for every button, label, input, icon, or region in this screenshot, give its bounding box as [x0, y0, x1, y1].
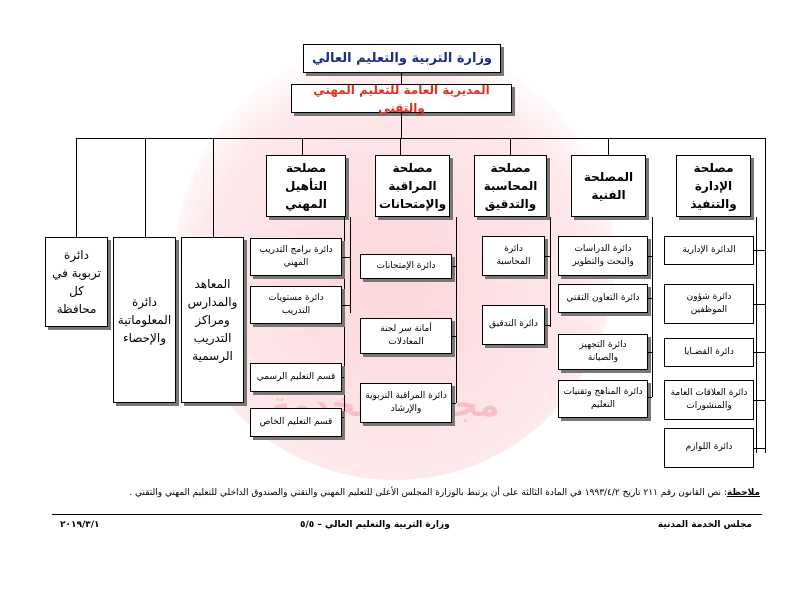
connector	[213, 138, 214, 248]
accounting-unit: دائرة المحاسبة	[482, 236, 545, 276]
regional-box: دائرة تربوية في كل محافظة	[45, 237, 108, 327]
admin-unit: دائرة العلاقات العامة والمنشورات	[664, 380, 754, 420]
rehab-unit: قسم التعليم الخاص	[250, 408, 342, 437]
connector	[400, 138, 401, 155]
connector	[510, 138, 511, 155]
connector	[452, 403, 456, 404]
connector	[754, 352, 765, 353]
connector	[754, 250, 765, 251]
control-unit: دائرة المراقبة التربوية والإرشاد	[360, 383, 452, 423]
connector	[342, 257, 350, 258]
connector	[76, 138, 765, 139]
connector	[648, 256, 652, 257]
service-control: مصلحة المراقبة والإمتحانات	[375, 155, 450, 217]
connector	[145, 138, 146, 237]
rehab-unit: دائرة مستويات التدريب	[250, 286, 342, 324]
connector	[550, 217, 551, 327]
directorate-box: المديرية العامة للتعليم المهني والتقني	[291, 83, 512, 115]
service-rehab-label: مصلحة التأهيل المهني	[285, 161, 327, 211]
connector	[350, 217, 351, 313]
connector	[342, 417, 344, 418]
connector	[545, 325, 550, 326]
ministry-box: وزارة التربية والتعليم العالي	[303, 44, 501, 73]
rehab-unit: قسم التعليم الرسمي	[250, 363, 342, 392]
connector	[608, 138, 609, 155]
institutes-label: المعاهد والمدارس ومراكز التدريب الرسمية	[187, 277, 238, 363]
connector	[76, 138, 77, 237]
informatics-label: دائرة المعلوماتية والإحصاء	[117, 295, 172, 345]
connector	[648, 298, 652, 299]
accounting-unit: دائرة التدقيق	[482, 305, 545, 345]
control-unit: أمانة سر لجنة المعادلات	[360, 318, 452, 354]
service-technical-label: المصلحة الفنية	[583, 170, 634, 202]
technical-unit: دائرة المناهج وتقنيات التعليم	[558, 380, 648, 418]
control-unit: دائرة الإمتحانات	[360, 254, 452, 279]
note: ملاحظة: نص القانون رقم ٢١١ تاريخ ١٩٩٣/٤/…	[60, 488, 760, 498]
connector	[401, 113, 402, 138]
admin-unit: الدائرة الإدارية	[664, 236, 754, 265]
connector	[456, 217, 457, 403]
regional-label: دائرة تربوية في كل محافظة	[52, 248, 101, 316]
connector	[754, 448, 765, 449]
service-admin-label: مصلحة الإدارة والتنفيذ	[690, 161, 737, 211]
connector	[302, 138, 303, 155]
connector	[754, 304, 765, 305]
connector	[765, 138, 766, 453]
connector	[452, 336, 456, 337]
directorate-title: المديرية العامة للتعليم المهني والتقني	[313, 82, 490, 115]
note-label: ملاحظة	[726, 488, 760, 498]
technical-unit: دائرة الدراسات والبحث والتطوير	[558, 236, 648, 276]
connector	[754, 400, 765, 401]
footer-left: مجلس الخدمة المدنية	[657, 520, 752, 530]
connector	[344, 217, 345, 417]
admin-unit: دائرة اللوازم	[664, 428, 754, 468]
institutes-box: المعاهد والمدارس ومراكز التدريب الرسمية	[181, 237, 244, 403]
connector	[342, 305, 350, 306]
connector	[342, 377, 344, 378]
connector	[756, 217, 757, 453]
rehab-unit: دائرة برامج التدريب المهني	[250, 238, 342, 276]
service-technical: المصلحة الفنية	[571, 155, 646, 217]
service-rehab: مصلحة التأهيل المهني	[266, 155, 346, 217]
service-admin: مصلحة الإدارة والتنفيذ	[676, 155, 751, 217]
footer-right: ٢٠١٩/٣/١	[60, 520, 100, 530]
footer-center: وزارة التربية والتعليم العالي – ٥/٥	[300, 520, 450, 530]
technical-unit: دائرة التجهيز والصيانة	[558, 334, 648, 370]
connector	[648, 352, 652, 353]
connector	[652, 217, 653, 397]
admin-unit: دائرة شؤون الموظفين	[664, 284, 754, 324]
admin-unit: دائرة القضـايا	[664, 338, 754, 367]
service-accounting-label: مصلحة المحاسبة والتدقيق	[483, 161, 538, 211]
note-text: : نص القانون رقم ٢١١ تاريخ ١٩٩٣/٤/٢ في ا…	[129, 488, 727, 498]
informatics-box: دائرة المعلوماتية والإحصاء	[113, 237, 176, 403]
connector	[545, 256, 550, 257]
connector	[648, 397, 652, 398]
connector	[452, 266, 456, 267]
technical-unit: دائرة التعاون التقني	[558, 284, 648, 313]
service-control-label: مصلحة المراقبة والإمتحانات	[378, 161, 447, 211]
ministry-title: وزارة التربية والتعليم العالي	[311, 50, 493, 66]
connector	[401, 73, 402, 84]
service-accounting: مصلحة المحاسبة والتدقيق	[474, 155, 547, 217]
footer-divider	[52, 514, 762, 515]
